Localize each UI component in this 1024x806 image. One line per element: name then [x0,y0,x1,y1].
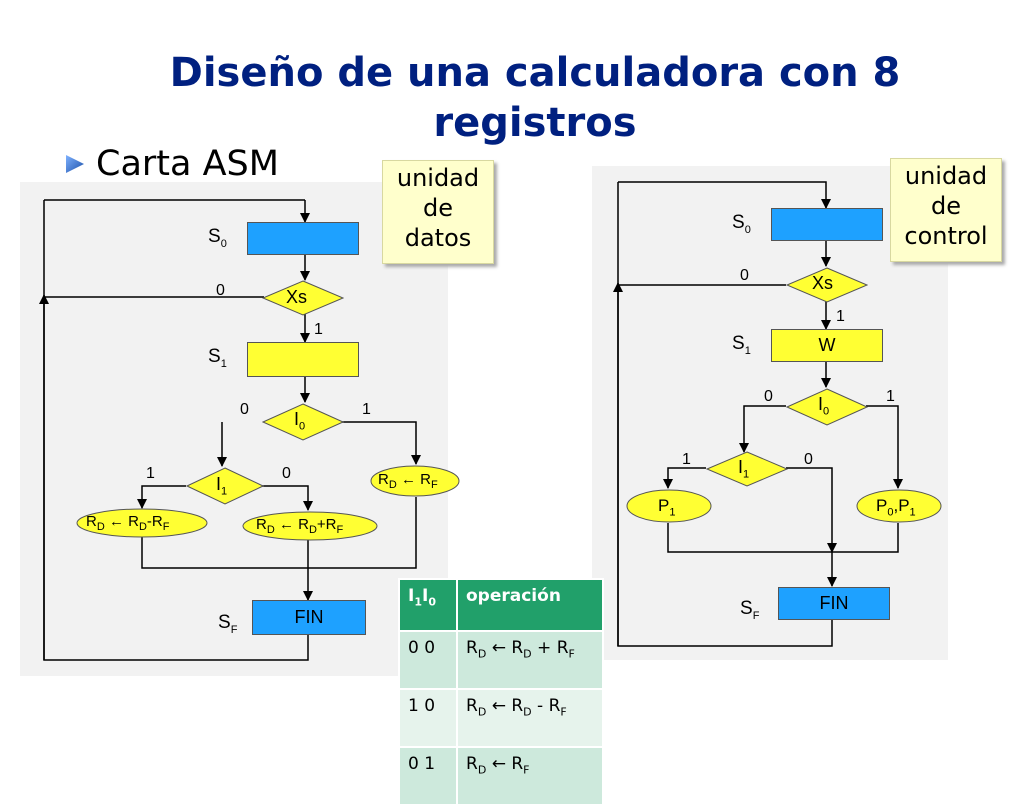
left-out-mov [370,465,460,497]
right-label-i0-1: 1 [886,388,895,405]
left-state-s0-label: S0 [208,226,227,250]
table-cell-op: RD ← RD + RF [458,632,602,688]
right-i0-decision [786,388,868,426]
left-i0-label: I0 [294,409,306,433]
right-connectors [613,181,903,647]
left-i1-decision [186,467,264,505]
left-state-s1-box [247,342,359,377]
table-cell-op: RD ← RD - RF [458,690,602,746]
table-header-i1i0: I1I0 [400,580,456,630]
w-label: W [818,335,836,355]
left-out-add [242,511,378,541]
table-header-operacion: operación [458,580,602,630]
left-connectors [39,199,421,661]
fin-label: FIN [819,593,849,613]
left-xs-label: Xs [286,287,308,307]
right-label-xs1: 1 [836,308,845,325]
left-label-i0-1: 1 [362,401,371,418]
operation-table: I1I0 operación 0 0 RD ← RD + RF 1 0 RD ←… [398,578,604,806]
table-cell-code: 1 0 [400,690,456,746]
left-out-mov-label: RD ← RF [378,471,438,491]
right-state-sf-label: SF [740,598,760,622]
right-state-s1-label: S1 [732,333,751,357]
right-i1-decision [706,451,788,487]
right-i0-label: I0 [818,394,830,418]
note-line: datos [404,224,472,252]
left-label-i0-0: 0 [240,401,249,418]
right-chart-panel [592,166,948,660]
table-row: 1 0 RD ← RD - RF [400,690,602,746]
note-unidad-datos: unidad de datos [382,160,494,264]
table-cell-code: 0 0 [400,632,456,688]
right-label-i1-1: 1 [682,451,691,468]
right-i1-label: I1 [738,457,750,481]
table-row: 0 1 RD ← RF [400,748,602,804]
bullet-carta-asm: Carta ASM [64,144,279,184]
right-out-p1 [626,489,712,523]
right-xs-label: Xs [812,273,834,293]
left-state-sf-label: SF [218,612,238,636]
note-line: de [423,194,453,222]
table-cell-op: RD ← RF [458,748,602,804]
right-state-s1-box: W [771,329,883,362]
table-header-row: I1I0 operación [400,580,602,630]
note-line: unidad [904,162,988,190]
left-xs-decision [262,280,344,316]
right-out-p1-label: P1 [658,496,676,519]
left-chart-panel [20,182,448,676]
right-state-s0-label: S0 [732,212,751,236]
left-state-s1-label: S1 [208,346,227,370]
left-out-add-label: RD ← RD+RF [256,516,344,536]
left-fin-box: FIN [252,600,366,635]
note-line: unidad [396,164,480,192]
note-line: de [931,192,961,220]
left-i1-label: I1 [216,474,228,498]
right-out-p0p1-label: P0,P1 [876,496,916,519]
left-out-sub-label: RD ← RD-RF [86,513,170,533]
left-i0-decision [262,403,344,441]
right-label-i0-0: 0 [764,388,773,405]
left-state-s0-box [247,222,359,255]
left-out-sub [76,508,208,538]
right-label-xs0: 0 [740,267,749,284]
right-xs-decision [786,267,868,303]
right-label-i1-0: 0 [804,451,813,468]
table-row: 0 0 RD ← RD + RF [400,632,602,688]
bullet-text: Carta ASM [96,144,279,184]
note-line: control [904,222,988,250]
left-label-i1-0: 0 [282,465,291,482]
note-unidad-control: unidad de control [890,158,1002,262]
fin-label: FIN [294,607,324,627]
left-label-i1-1: 1 [146,465,155,482]
page-title: Diseño de una calculadora con 8 registro… [169,50,901,146]
table-cell-code: 0 1 [400,748,456,804]
right-out-p0p1 [856,489,942,523]
arrow-bullet-icon [66,155,84,173]
right-state-s0-box [771,208,883,241]
left-label-xs0: 0 [216,282,225,299]
right-fin-box: FIN [778,587,890,620]
left-label-xs1: 1 [314,321,323,338]
asm-diagrams [39,181,903,661]
